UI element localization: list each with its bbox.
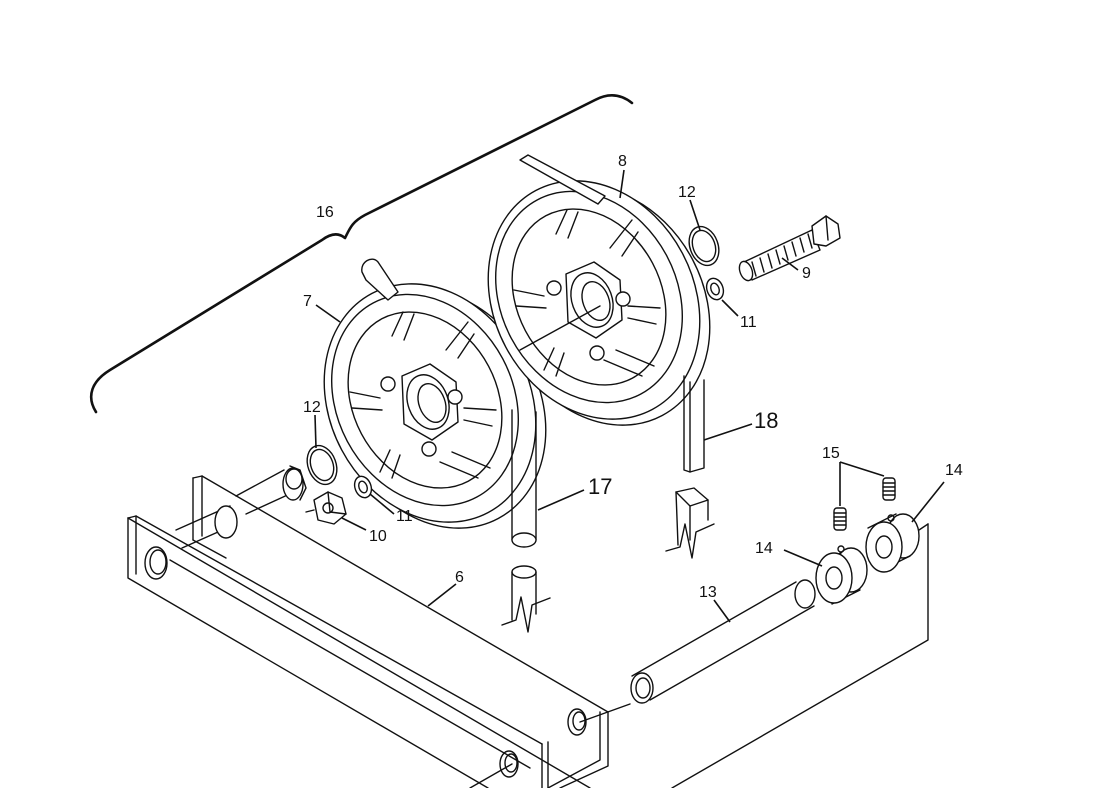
callout-11-upper: 11 bbox=[740, 314, 757, 331]
callout-11-lower: 11 bbox=[396, 508, 413, 525]
collar-part-14-front bbox=[815, 545, 868, 605]
callout-7: 7 bbox=[303, 293, 312, 310]
retaining-ring-part-12-upper bbox=[688, 225, 720, 267]
set-screw-part-15-right bbox=[882, 477, 896, 501]
rope-part-17 bbox=[361, 258, 551, 633]
callout-9: 9 bbox=[802, 265, 811, 282]
callout-14-right: 14 bbox=[945, 462, 963, 479]
callout-13: 13 bbox=[699, 584, 717, 601]
shaft-part-13 bbox=[630, 579, 816, 704]
washer-part-11-lower bbox=[353, 475, 373, 499]
leader-lines bbox=[314, 169, 945, 623]
callout-10: 10 bbox=[369, 528, 387, 545]
pulley-part-8 bbox=[487, 180, 711, 426]
callout-labels: 6 7 8 9 10 11 11 12 12 13 14 14 15 16 17… bbox=[303, 153, 963, 601]
strap-part-18 bbox=[519, 154, 715, 559]
callout-12-upper: 12 bbox=[678, 184, 696, 201]
callout-12-lower: 12 bbox=[303, 399, 321, 416]
callout-16: 16 bbox=[316, 204, 334, 221]
assembly-brace bbox=[89, 94, 634, 414]
axle-stub bbox=[235, 465, 307, 515]
callout-17: 17 bbox=[588, 474, 612, 499]
callout-14-left: 14 bbox=[755, 540, 773, 557]
callout-18: 18 bbox=[754, 408, 778, 433]
collar-part-14-rear bbox=[865, 513, 920, 573]
pulley-part-7 bbox=[323, 283, 547, 529]
frame-part-6 bbox=[127, 475, 929, 788]
set-screw-part-15-left bbox=[833, 507, 847, 531]
callout-6: 6 bbox=[455, 569, 464, 586]
callout-15: 15 bbox=[822, 445, 840, 462]
retaining-ring-part-12-lower bbox=[306, 444, 338, 486]
nut-part-10 bbox=[305, 491, 347, 525]
washer-part-11-upper bbox=[705, 277, 725, 301]
bolt-part-9 bbox=[738, 215, 841, 282]
callout-8: 8 bbox=[618, 153, 627, 170]
